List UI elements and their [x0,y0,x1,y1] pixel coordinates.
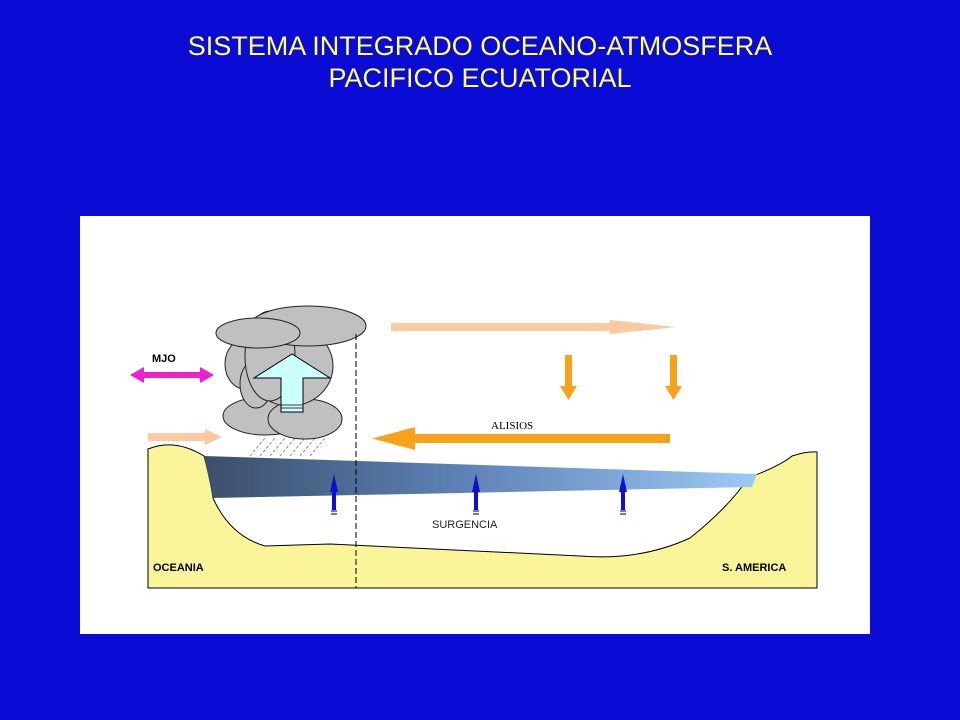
s-america-label: S. AMERICA [722,562,786,574]
ocean-atmosphere-diagram: MJO ALISIOS SURGENCIA OCEANIA S. AMERICA [130,305,818,589]
surgencia-label: SURGENCIA [432,519,498,531]
title-line-1: SISTEMA INTEGRADO OCEANO-ATMOSFERA [187,31,773,61]
thermocline-wedge [204,456,757,498]
upwelling-arrow-1 [330,474,338,515]
alisios-label: ALISIOS [491,420,533,432]
upwelling-arrow-3 [619,474,627,515]
subsidence-arrow-right [665,355,682,400]
upwelling-arrow-2 [472,474,480,515]
title-line-2: PACIFICO ECUATORIAL [328,63,632,93]
mjo-arrow [130,367,214,383]
diagram-panel: MJO ALISIOS SURGENCIA OCEANIA S. AMERICA [80,216,870,634]
trade-winds-arrow [372,427,670,450]
ascending-air-arrow [252,353,332,413]
rain-streaks [249,437,326,457]
surface-inflow-arrow [148,429,222,445]
page-title: SISTEMA INTEGRADO OCEANO-ATMOSFERA PACIF… [0,30,960,94]
upper-flow-arrow [391,320,676,334]
subsidence-arrow-left [560,355,577,400]
oceania-label: OCEANIA [153,562,204,574]
mjo-label: MJO [152,353,176,365]
